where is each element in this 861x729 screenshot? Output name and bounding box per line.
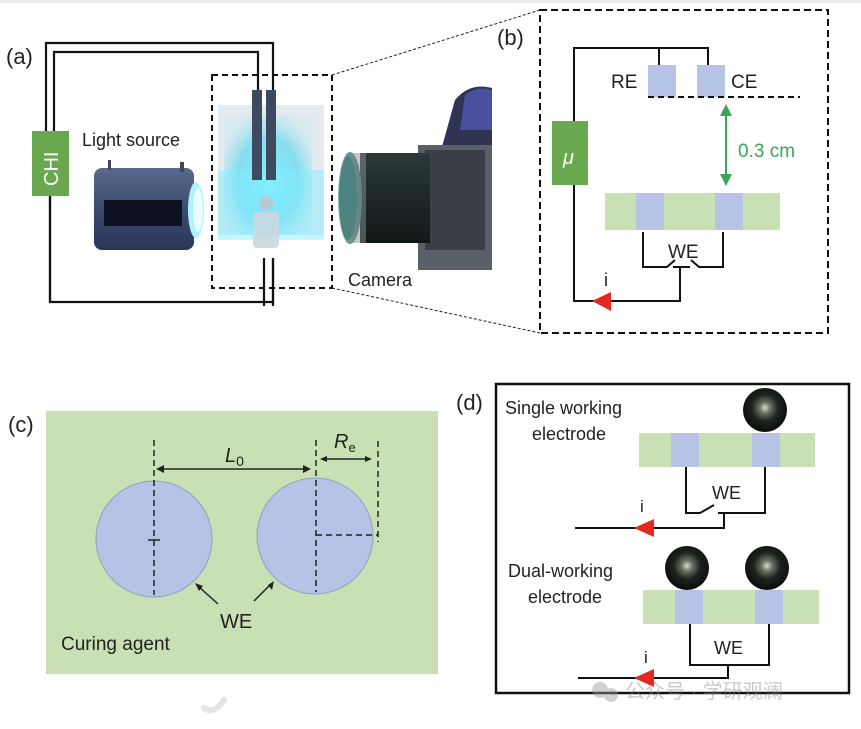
l0-dimension-arrow: [156, 465, 311, 473]
single-circuit: [575, 467, 766, 529]
ce-label: CE: [731, 72, 757, 93]
single-we-title-line1: Single working: [505, 398, 622, 418]
working-electrode-strip: [605, 193, 780, 230]
zoom-line-bottom: [331, 287, 541, 334]
panel-a-wires: [44, 41, 275, 306]
dual-current-arrow: [634, 669, 654, 687]
re-dimension-arrow: [320, 456, 372, 462]
droplet-single: [743, 388, 787, 432]
working-electrode-left: [95, 480, 213, 598]
camera-icon: [338, 86, 492, 270]
chi-label: CHI: [41, 152, 63, 186]
single-we-label: WE: [712, 483, 741, 503]
single-we-title-line2: electrode: [532, 424, 606, 444]
panel-a: (a) CHI Light source: [6, 9, 541, 334]
droplet-dual-left: [665, 546, 709, 590]
top-border: [0, 0, 861, 3]
dual-circuit: [578, 624, 770, 679]
distance-arrow: [720, 104, 732, 186]
panel-d-label: (d): [456, 390, 483, 415]
panel-b-label: (b): [497, 25, 524, 50]
dimension-guides: [153, 440, 379, 595]
dual-current-label: i: [644, 648, 648, 667]
panel-d: (d) Single working electrode WE i Dual-w…: [456, 382, 851, 695]
panel-c-label: (c): [8, 412, 34, 437]
current-label: i: [604, 270, 608, 290]
chi-potentiostat-box: [32, 131, 69, 196]
we-pointer-head-right: [268, 581, 274, 590]
working-electrode-right: [256, 477, 374, 595]
meter-box: [552, 121, 588, 185]
we-pointer-head-left: [195, 583, 203, 591]
camera-label: Camera: [348, 270, 413, 290]
re-radius-label: Re: [334, 431, 356, 455]
single-current-label: i: [640, 497, 644, 516]
panel-b-dashed-frame: [539, 9, 829, 334]
we-label: WE: [668, 242, 699, 263]
current-direction-arrow: [592, 292, 611, 311]
reference-electrode: [648, 65, 676, 97]
panel-c: (c) L0 Re WE Curing agent: [8, 411, 438, 674]
panel-b-circuit: [573, 47, 724, 302]
light-source-icon: [94, 160, 204, 250]
l0-label: L0: [225, 445, 244, 469]
zoom-region-box: [211, 74, 333, 289]
dual-electrode-strip: [643, 590, 819, 624]
droplet-dual-right: [745, 546, 789, 590]
single-current-arrow: [634, 519, 654, 537]
dual-we-title-line1: Dual-working: [508, 561, 613, 581]
panel-a-label: (a): [6, 44, 33, 69]
panel-b: (b) RE CE μ 0.3 cm WE i: [497, 9, 829, 334]
panel-d-frame: [494, 382, 851, 695]
light-source-label: Light source: [82, 130, 180, 150]
meter-symbol: μ: [562, 147, 574, 169]
electrochemical-cell: [218, 90, 324, 248]
dual-we-label: WE: [714, 638, 743, 658]
counter-electrode: [697, 65, 725, 97]
watermark-text: 公众号 · 学研观澜: [625, 680, 783, 703]
watermark: 公众号 · 学研观澜: [592, 680, 783, 703]
distance-label: 0.3 cm: [738, 141, 795, 162]
we-label-c: WE: [220, 611, 252, 633]
single-electrode-strip: [639, 433, 815, 467]
wechat-icon: [592, 682, 608, 698]
curing-agent-label: Curing agent: [61, 634, 171, 655]
zoom-line-top: [331, 9, 541, 76]
re-label: RE: [611, 72, 637, 93]
dual-we-title-line2: electrode: [528, 587, 602, 607]
decorative-mark: [201, 697, 227, 714]
we-pointer-arrows: [197, 583, 272, 605]
